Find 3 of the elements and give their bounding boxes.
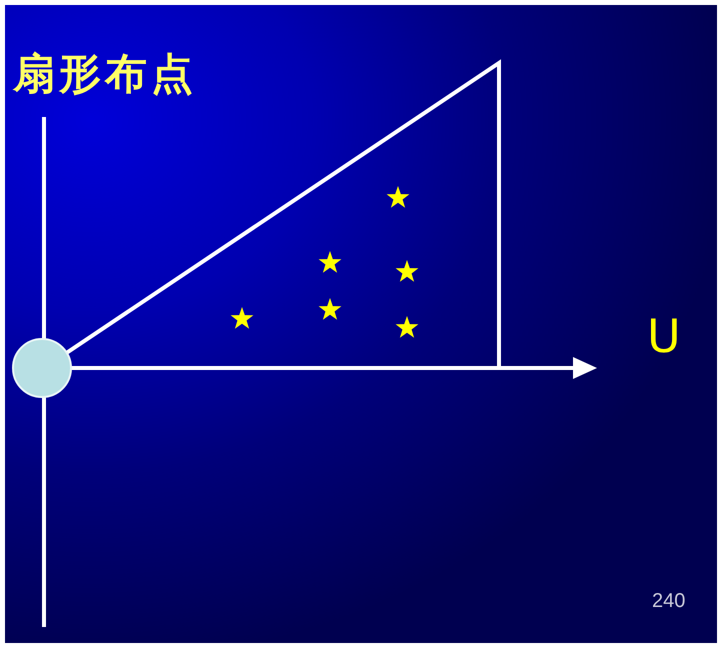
page-number: 240: [652, 589, 686, 613]
slide-title: 扇形布点: [13, 49, 197, 99]
axis-label: U: [647, 309, 681, 363]
